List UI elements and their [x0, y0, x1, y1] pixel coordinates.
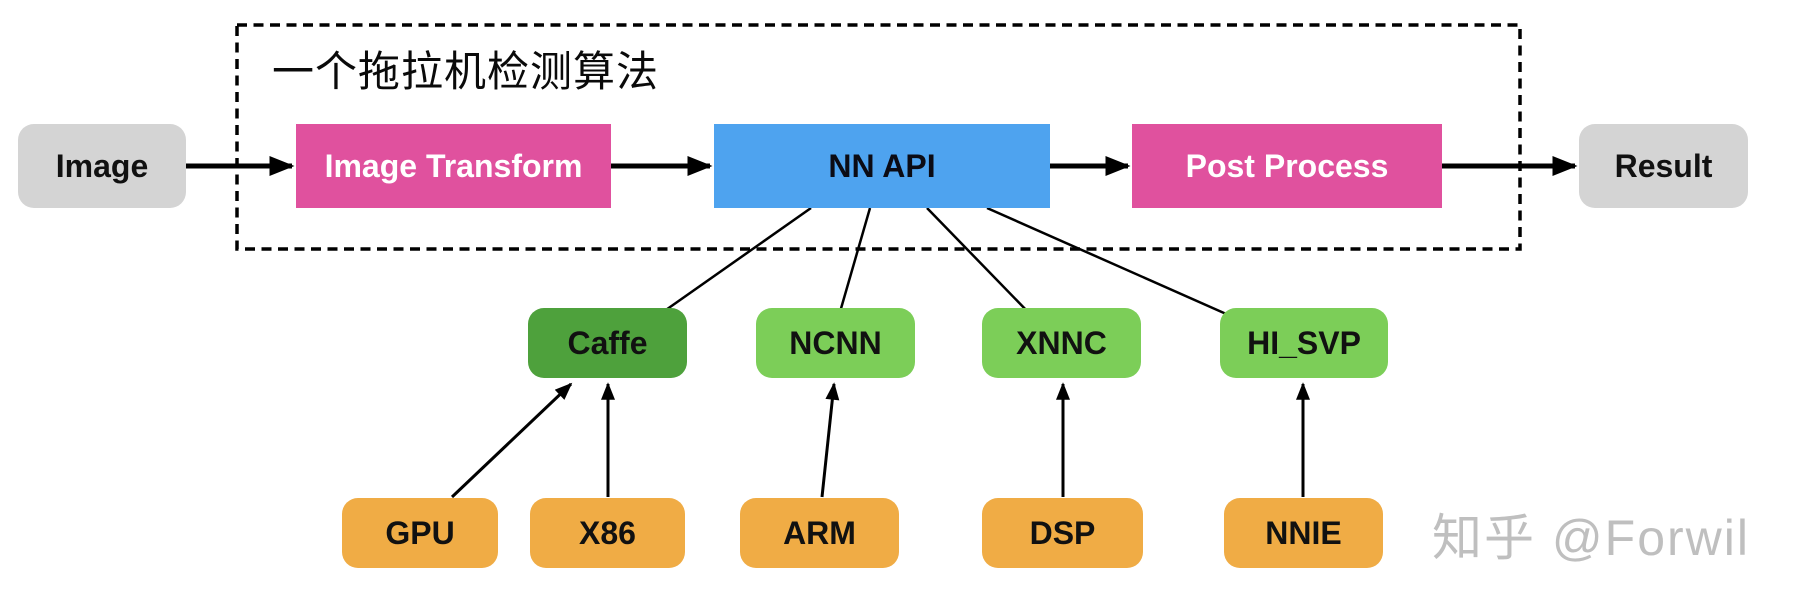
node-result: Result	[1579, 124, 1748, 208]
node-xnnc: XNNC	[982, 308, 1141, 378]
algorithm-boundary-box	[235, 23, 1522, 251]
edge-nn-api-to-ncnn	[838, 207, 872, 313]
node-image-transform: Image Transform	[296, 124, 611, 208]
node-arm: ARM	[740, 498, 899, 568]
node-gpu: GPU	[342, 498, 498, 568]
node-x86: X86	[530, 498, 685, 568]
edge-nn-api-to-hi-svp	[986, 206, 1234, 319]
node-post-process: Post Process	[1132, 124, 1442, 208]
edge-gpu-to-caffe	[450, 382, 573, 499]
node-image: Image	[18, 124, 186, 208]
node-hi-svp: HI_SVP	[1220, 308, 1388, 378]
node-caffe: Caffe	[528, 308, 687, 378]
edge-nn-api-to-caffe	[662, 206, 812, 314]
node-dsp: DSP	[982, 498, 1143, 568]
algorithm-container-label: 一个拖拉机检测算法	[272, 48, 660, 95]
node-ncnn: NCNN	[756, 308, 915, 378]
watermark: 知乎 @Forwil	[1432, 510, 1750, 566]
edge-nn-api-to-xnnc	[926, 207, 1031, 315]
edge-arm-to-ncnn	[820, 382, 840, 498]
node-nn-api: NN API	[714, 124, 1050, 208]
node-nnie: NNIE	[1224, 498, 1383, 568]
